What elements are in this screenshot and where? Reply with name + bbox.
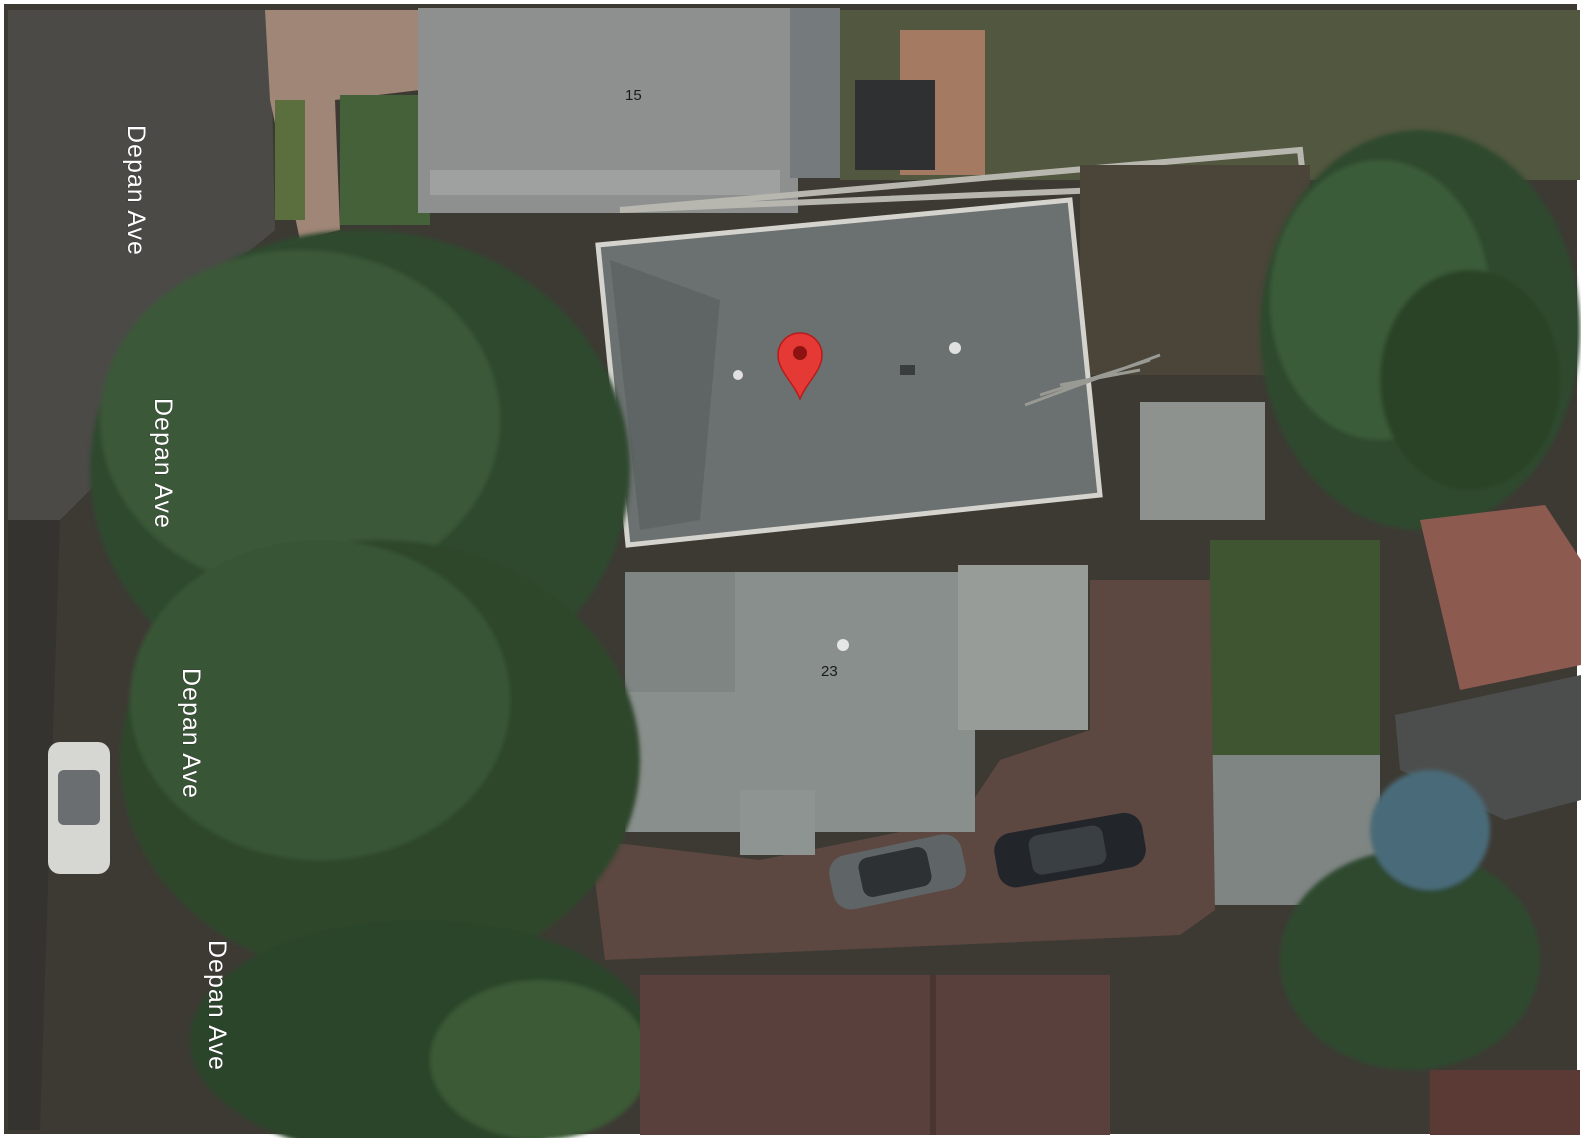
roof-house-23-shade — [625, 572, 735, 692]
map-pin-icon[interactable] — [777, 332, 823, 402]
roof-red-right — [1420, 505, 1581, 690]
hvac-units — [855, 80, 935, 170]
lawn-right — [1210, 540, 1380, 760]
street-label-2: Depan Ave — [149, 398, 177, 529]
roof-vent-1 — [733, 370, 743, 380]
roof-vent-4 — [837, 639, 849, 651]
tree-bottom-right — [1280, 770, 1540, 1070]
roof-house-23-annex — [958, 565, 1088, 730]
roof-vent-3 — [900, 365, 915, 375]
street-label-1: Depan Ave — [122, 125, 150, 256]
car-silver — [829, 834, 966, 910]
roof-bottom-ridge — [930, 975, 936, 1135]
street-asphalt — [8, 10, 275, 520]
roof-house-23-porch — [740, 790, 815, 855]
house-number-15: 15 — [625, 87, 642, 104]
tree-right — [1260, 130, 1580, 530]
antenna — [1024, 353, 1161, 407]
roof-bottom-right — [1430, 1070, 1580, 1135]
roof-house-15-side — [790, 8, 840, 178]
street-label-3: Depan Ave — [177, 668, 205, 799]
car-dark — [994, 812, 1146, 888]
car-white-street — [48, 742, 110, 874]
grass-strip — [275, 100, 305, 220]
roof-shadow — [610, 260, 720, 530]
shed-right — [1140, 402, 1265, 520]
roof-bottom-left — [640, 975, 1110, 1135]
lawn-top — [340, 95, 430, 225]
tree-left — [90, 230, 650, 1138]
street-edge — [8, 520, 60, 1130]
roof-house-15-edge — [430, 170, 780, 195]
house-number-23: 23 — [821, 663, 838, 680]
street-label-4: Depan Ave — [203, 940, 231, 1071]
roof-vent-2 — [949, 342, 961, 354]
